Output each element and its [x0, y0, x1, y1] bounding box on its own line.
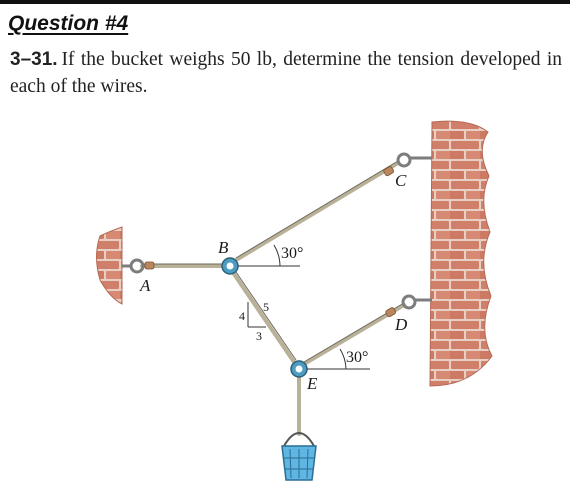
label-b: B: [218, 238, 229, 257]
hook-d-icon: [401, 294, 432, 310]
slope-label-run: 3: [256, 329, 262, 343]
problem-text: If the bucket weighs 50 lb, determine th…: [10, 49, 562, 97]
angle-mark-ed: [307, 348, 370, 370]
label-d: D: [394, 315, 408, 334]
left-brick-wall: [96, 226, 123, 305]
slope-label-rise: 4: [239, 309, 245, 323]
wire-bc: [234, 161, 400, 262]
question-heading: Question #4: [8, 12, 129, 35]
wire-be: [232, 272, 296, 364]
problem-statement: 3–31.If the bucket weighs 50 lb, determi…: [10, 46, 562, 100]
top-rule: [0, 0, 570, 4]
wire-bucket-diagram: A B C D E 30° 30° 4 3 5: [96, 120, 493, 481]
slope-label-hyp: 5: [263, 300, 269, 314]
angle-mark-bc: [238, 244, 300, 267]
slope-triangle: [247, 302, 266, 328]
label-e: E: [306, 374, 318, 393]
bucket-icon: [281, 432, 317, 481]
label-a: A: [139, 276, 151, 295]
ring-b-icon: [221, 257, 239, 275]
label-c: C: [395, 171, 407, 190]
problem-number: 3–31.: [10, 49, 58, 70]
angle-label-ed: 30°: [346, 349, 368, 366]
hook-a-icon: [122, 258, 145, 274]
hook-c-icon: [396, 152, 432, 168]
wires: [140, 161, 406, 436]
right-brick-wall: [429, 120, 493, 387]
ring-e-icon: [290, 360, 308, 378]
angle-label-bc: 30°: [281, 245, 303, 262]
